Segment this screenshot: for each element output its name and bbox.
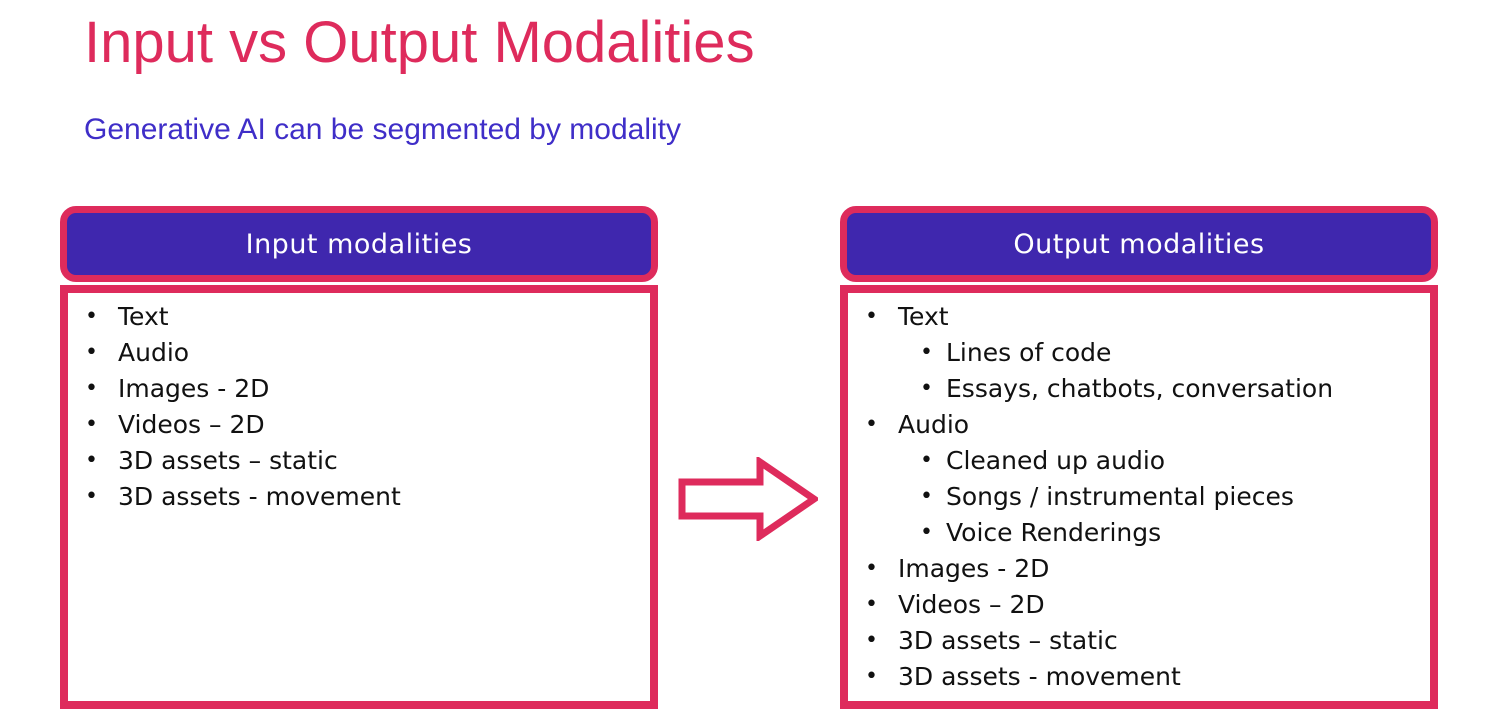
output-panel-header: Output modalities	[840, 206, 1438, 282]
output-modality-list: TextLines of codeEssays, chatbots, conve…	[848, 299, 1428, 695]
input-panel-header: Input modalities	[60, 206, 658, 282]
slide-subtitle: Generative AI can be segmented by modali…	[84, 113, 682, 146]
list-item: Audio	[68, 335, 648, 371]
list-item: Videos – 2D	[68, 407, 648, 443]
list-item: Videos – 2D	[848, 587, 1428, 623]
list-item: Text	[68, 299, 648, 335]
input-panel-title: Input modalities	[245, 228, 473, 260]
list-item: Images - 2D	[848, 551, 1428, 587]
list-item: 3D assets - movement	[68, 479, 648, 515]
input-modalities-panel: Input modalities TextAudioImages - 2DVid…	[60, 206, 658, 709]
output-panel-body: TextLines of codeEssays, chatbots, conve…	[840, 285, 1438, 709]
list-item: 3D assets – static	[68, 443, 648, 479]
output-panel-title: Output modalities	[1013, 228, 1265, 260]
sub-list-item: Songs / instrumental pieces	[848, 479, 1428, 515]
list-item: 3D assets - movement	[848, 659, 1428, 695]
sub-list-item: Cleaned up audio	[848, 443, 1428, 479]
list-item: Images - 2D	[68, 371, 648, 407]
list-item: Audio	[848, 407, 1428, 443]
list-item: Text	[848, 299, 1428, 335]
page-title: Input vs Output Modalities	[84, 10, 755, 75]
list-item: 3D assets – static	[848, 623, 1428, 659]
input-modality-list: TextAudioImages - 2DVideos – 2D3D assets…	[68, 299, 648, 515]
block-arrow-right-icon	[678, 457, 818, 541]
input-panel-body: TextAudioImages - 2DVideos – 2D3D assets…	[60, 285, 658, 709]
sub-list-item: Voice Renderings	[848, 515, 1428, 551]
sub-list-item: Lines of code	[848, 335, 1428, 371]
output-modalities-panel: Output modalities TextLines of codeEssay…	[840, 206, 1438, 709]
sub-list-item: Essays, chatbots, conversation	[848, 371, 1428, 407]
